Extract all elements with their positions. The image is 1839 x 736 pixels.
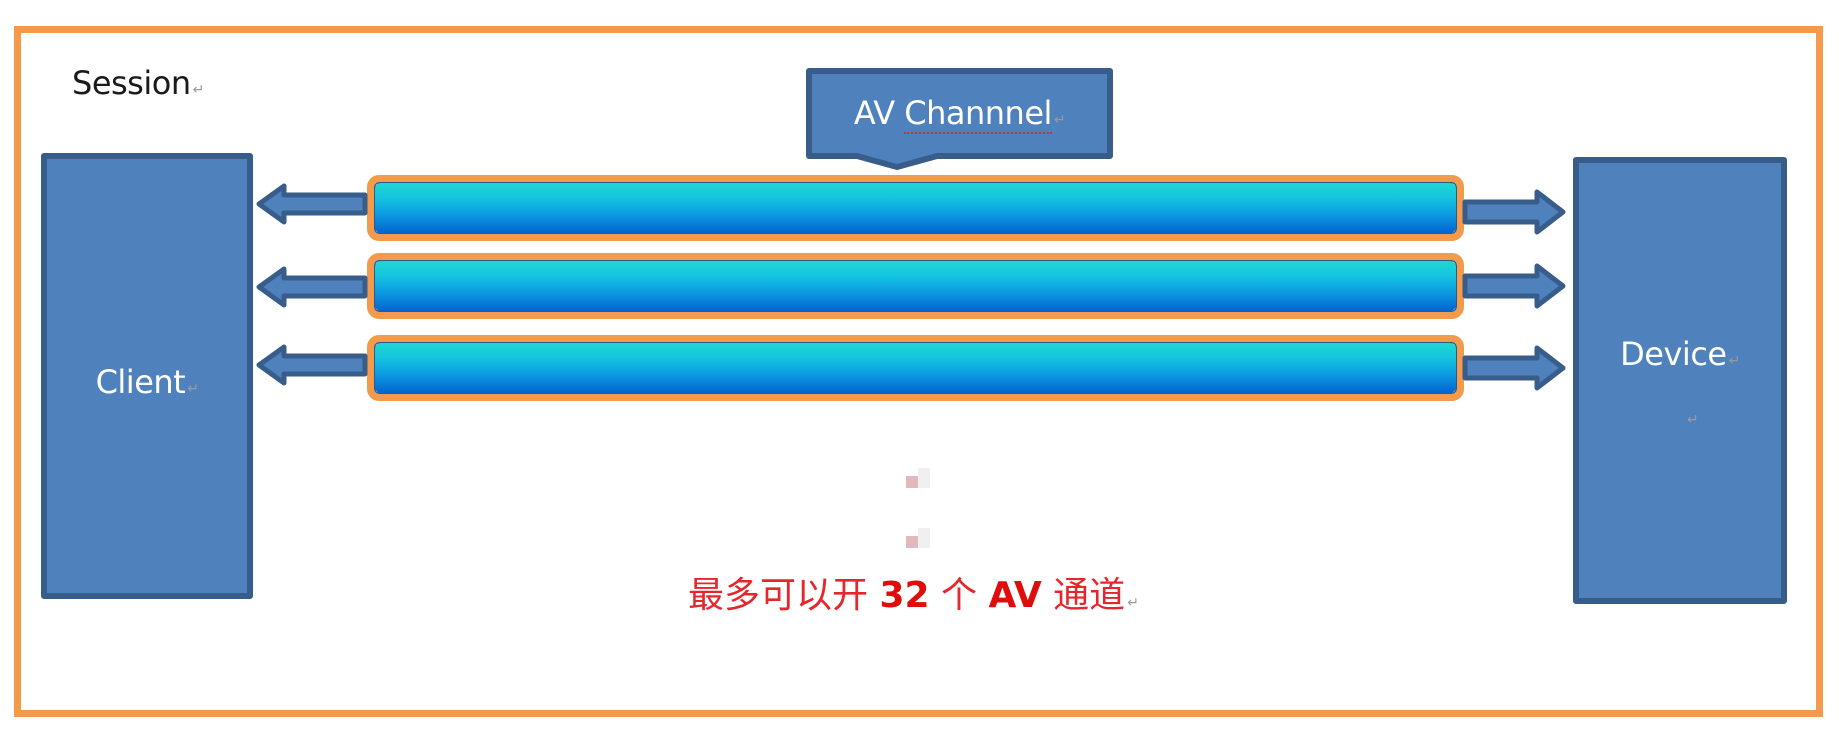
callout-shape-icon xyxy=(806,68,1113,170)
return-mark-icon: ↵ xyxy=(192,82,205,98)
arrow-left-icon xyxy=(256,183,368,225)
av-channel-2 xyxy=(367,253,1464,319)
return-mark-icon: ↵ xyxy=(1687,411,1699,427)
session-label: Session↵ xyxy=(72,64,204,102)
broken-image-icon xyxy=(900,468,930,490)
arrow-right-icon xyxy=(1462,263,1566,309)
av-channel-callout: AV Channnel↵ xyxy=(806,68,1113,170)
arrow-right-icon xyxy=(1462,189,1566,235)
av-channel-label: AV Channnel↵ xyxy=(853,94,1066,134)
device-label: Device↵ xyxy=(1620,335,1740,373)
arrow-left-icon xyxy=(256,344,368,386)
av-channel-3 xyxy=(367,335,1464,401)
device-node: Device↵ ↵ xyxy=(1573,157,1787,604)
max-channels-note: 最多可以开 32 个 AV 通道↵ xyxy=(688,575,1139,616)
arrow-right-icon xyxy=(1462,345,1566,391)
client-label: Client↵ xyxy=(95,363,199,401)
arrow-left-icon xyxy=(256,266,368,308)
broken-image-icon xyxy=(900,528,930,550)
session-frame xyxy=(14,26,1823,717)
client-node: Client↵ xyxy=(41,153,253,599)
av-channel-1 xyxy=(367,175,1464,241)
